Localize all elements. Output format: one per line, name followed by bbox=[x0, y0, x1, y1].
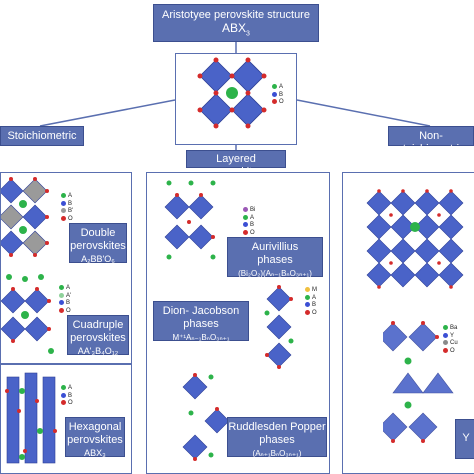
cubic-perovskite-image bbox=[197, 57, 267, 129]
non-stoichiometric-grid-image bbox=[366, 189, 464, 289]
double-legend: A B B' O bbox=[61, 193, 73, 223]
category-non-stoichiometric: Non-stoichiometric bbox=[388, 126, 474, 155]
title-box: Aristotyee perovskite structure ABX3 bbox=[153, 4, 319, 42]
quadruple-legend: A A' B O bbox=[59, 285, 71, 315]
category-layered: Layered perovskites bbox=[186, 150, 286, 178]
title-formula: ABX bbox=[222, 21, 247, 35]
category-stoichiometric: Stoichiometric bbox=[0, 126, 84, 146]
double-perovskites-label: Double perovskites A₂BB'O₆ bbox=[69, 223, 127, 264]
cubic-structure-panel: A B O bbox=[175, 53, 297, 145]
quadruple-perovskite-image bbox=[1, 274, 54, 354]
dion-legend: M A B O bbox=[305, 287, 317, 317]
stoichiometric-panel: A B B' O Double perovskites A₂BB'O₆ A A'… bbox=[0, 172, 132, 474]
aurivillius-phases-label: Aurivillius phases (Bi₂O₂)(Aₙ₋₁BₙO₃ₙ₊₁) bbox=[227, 237, 323, 278]
double-perovskite-image bbox=[1, 177, 49, 257]
non-stoichiometric-label: Y bbox=[455, 419, 474, 459]
legend-item-o: O bbox=[272, 99, 284, 107]
cubic-legend: A B O bbox=[272, 84, 284, 107]
title-line1: Aristotyee perovskite structure bbox=[162, 9, 310, 21]
aurivillius-legend: Bi A B O bbox=[243, 207, 255, 237]
legend-item-a: A bbox=[272, 84, 284, 92]
legend-item-b: B bbox=[272, 91, 284, 100]
hexagonal-legend: A B O bbox=[61, 385, 73, 408]
non-stoichiometric-panel: Ba Y Cu O Y bbox=[342, 172, 474, 474]
aurivillius-image bbox=[164, 180, 216, 260]
dion-jacobson-image bbox=[264, 285, 294, 369]
dion-jacobson-label: Dion- Jacobson phases M⁺¹Aₙ₋₁BₙO₃ₙ₊₁ bbox=[153, 301, 249, 342]
left-divider bbox=[1, 363, 131, 365]
quadruple-perovskites-label: Cuadruple perovskites AA'₃B₄O₁₂ bbox=[67, 315, 129, 356]
hexagonal-perovskite-image bbox=[5, 372, 57, 464]
title-formula-sub: 3 bbox=[246, 30, 250, 38]
nonstoich-legend: Ba Y Cu O bbox=[443, 325, 458, 355]
hexagonal-perovskites-label: Hexagonal perovskites ABX₃ bbox=[65, 417, 125, 458]
ruddlesden-popper-label: Ruddlesden Popper phases (Aₙ₊₁BₙO₃ₙ₊₁) bbox=[227, 417, 327, 458]
cuprate-structure-image bbox=[383, 321, 454, 443]
layered-panel: Bi A B O Aurivillius phases (Bi₂O₂)(Aₙ₋₁… bbox=[146, 172, 330, 474]
ruddlesden-popper-image bbox=[182, 373, 230, 461]
